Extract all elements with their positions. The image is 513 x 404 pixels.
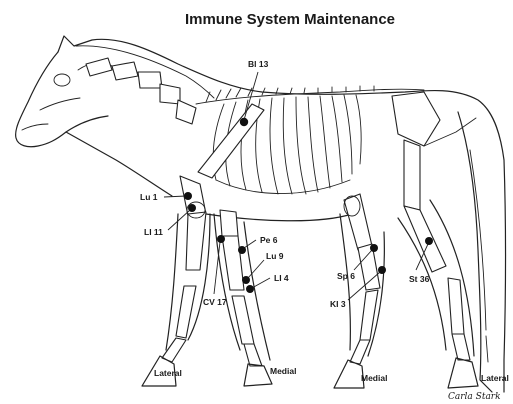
point-cv17 bbox=[217, 235, 225, 243]
li11-leader bbox=[168, 210, 190, 230]
neck-vertebra bbox=[176, 100, 196, 124]
hind-medial-pastern bbox=[350, 340, 370, 364]
label-lu1: Lu 1 bbox=[140, 192, 158, 202]
label-ki3: KI 3 bbox=[330, 299, 346, 309]
label-st36: St 36 bbox=[409, 274, 430, 284]
horse-illustration bbox=[16, 36, 506, 392]
label-lu9: Lu 9 bbox=[266, 251, 284, 261]
point-ki3 bbox=[378, 266, 386, 274]
diagram-title: Immune System Maintenance bbox=[185, 11, 395, 28]
front-lateral-radius bbox=[186, 212, 206, 270]
label-sp6: Sp 6 bbox=[337, 271, 355, 281]
hind-lateral-cannon bbox=[448, 278, 464, 334]
hind-lateral-femur bbox=[404, 140, 420, 210]
neck-vertebra bbox=[160, 84, 180, 104]
point-lu1 bbox=[184, 192, 192, 200]
point-sp6 bbox=[370, 244, 378, 252]
scapula bbox=[198, 104, 264, 178]
point-bl13 bbox=[240, 118, 248, 126]
label-hind-lateral: Lateral bbox=[481, 373, 509, 383]
point-li11 bbox=[188, 204, 196, 212]
hind-lateral-pastern bbox=[452, 334, 470, 360]
neck-vertebra bbox=[112, 62, 138, 80]
front-medial-hoof bbox=[244, 364, 272, 386]
lu1-leader bbox=[164, 196, 186, 197]
label-bl13: Bl 13 bbox=[248, 59, 269, 69]
label-front-lateral: Lateral bbox=[154, 368, 182, 378]
front-medial-radius bbox=[222, 236, 244, 290]
front-medial-humerus bbox=[220, 210, 238, 236]
throat-outline bbox=[66, 132, 172, 196]
eye-socket bbox=[54, 74, 70, 86]
pe6-leader bbox=[244, 240, 256, 248]
label-li11: LI 11 bbox=[144, 227, 163, 237]
tail-hair bbox=[486, 336, 488, 362]
point-st36 bbox=[425, 237, 433, 245]
front-medial-pastern bbox=[244, 344, 262, 366]
skull-detail bbox=[40, 98, 80, 110]
point-pe6 bbox=[238, 246, 246, 254]
hind-medial-femur bbox=[344, 194, 372, 250]
pelvis bbox=[392, 92, 440, 146]
neck-vertebra bbox=[86, 58, 112, 76]
point-li4 bbox=[246, 285, 254, 293]
neck-vertebra bbox=[138, 72, 162, 88]
label-front-medial: Medial bbox=[270, 366, 296, 376]
nostril-detail bbox=[22, 124, 48, 130]
label-cv17: CV 17 bbox=[203, 297, 227, 307]
li4-leader bbox=[252, 278, 270, 288]
label-li4: LI 4 bbox=[274, 273, 289, 283]
artist-signature: Carla Stark bbox=[448, 392, 501, 402]
hind-lateral-hoof bbox=[448, 358, 478, 388]
spine bbox=[196, 89, 424, 104]
label-pe6: Pe 6 bbox=[260, 235, 278, 245]
cv17-leader bbox=[214, 242, 220, 294]
point-lu9 bbox=[242, 276, 250, 284]
label-hind-medial: Medial bbox=[361, 373, 387, 383]
